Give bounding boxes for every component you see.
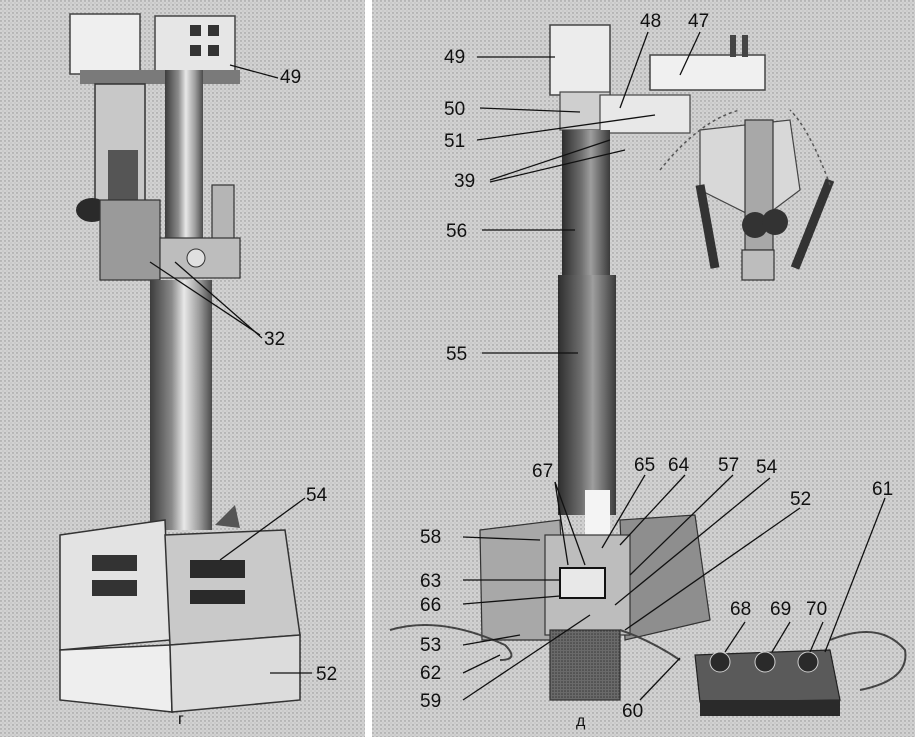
label-d-70: 70 [806, 599, 828, 620]
label-d-60: 60 [622, 701, 644, 722]
label-d-55: 55 [446, 344, 468, 365]
label-d-51: 51 [444, 131, 466, 152]
label-g-32: 32 [264, 329, 286, 350]
label-d-56: 56 [446, 221, 468, 242]
label-d-47: 47 [688, 11, 710, 32]
label-g-49: 49 [280, 67, 302, 88]
caption-d: д [576, 713, 586, 730]
panel-g-drawing [59, 13, 312, 713]
label-d-68: 68 [730, 599, 752, 620]
label-d-62: 62 [420, 663, 442, 684]
label-g-54: 54 [306, 485, 328, 506]
label-d-64: 64 [668, 455, 690, 476]
label-d-54: 54 [756, 457, 778, 478]
label-d-48: 48 [640, 11, 662, 32]
label-d-59: 59 [420, 691, 442, 712]
panel-d-drawing [389, 24, 907, 716]
label-d-58: 58 [420, 527, 442, 548]
label-d-67: 67 [532, 461, 554, 482]
label-d-65: 65 [634, 455, 656, 476]
label-d-39: 39 [454, 171, 476, 192]
label-d-53: 53 [420, 635, 442, 656]
label-d-69: 69 [770, 599, 792, 620]
label-d-57: 57 [718, 455, 740, 476]
label-d-63: 63 [420, 571, 442, 592]
caption-g: г [178, 711, 184, 728]
label-g-52: 52 [316, 664, 338, 685]
label-d-52: 52 [790, 489, 812, 510]
label-d-66: 66 [420, 595, 442, 616]
label-d-61: 61 [872, 479, 894, 500]
label-d-50: 50 [444, 99, 466, 120]
label-d-49: 49 [444, 47, 466, 68]
panel-divider [365, 0, 372, 737]
